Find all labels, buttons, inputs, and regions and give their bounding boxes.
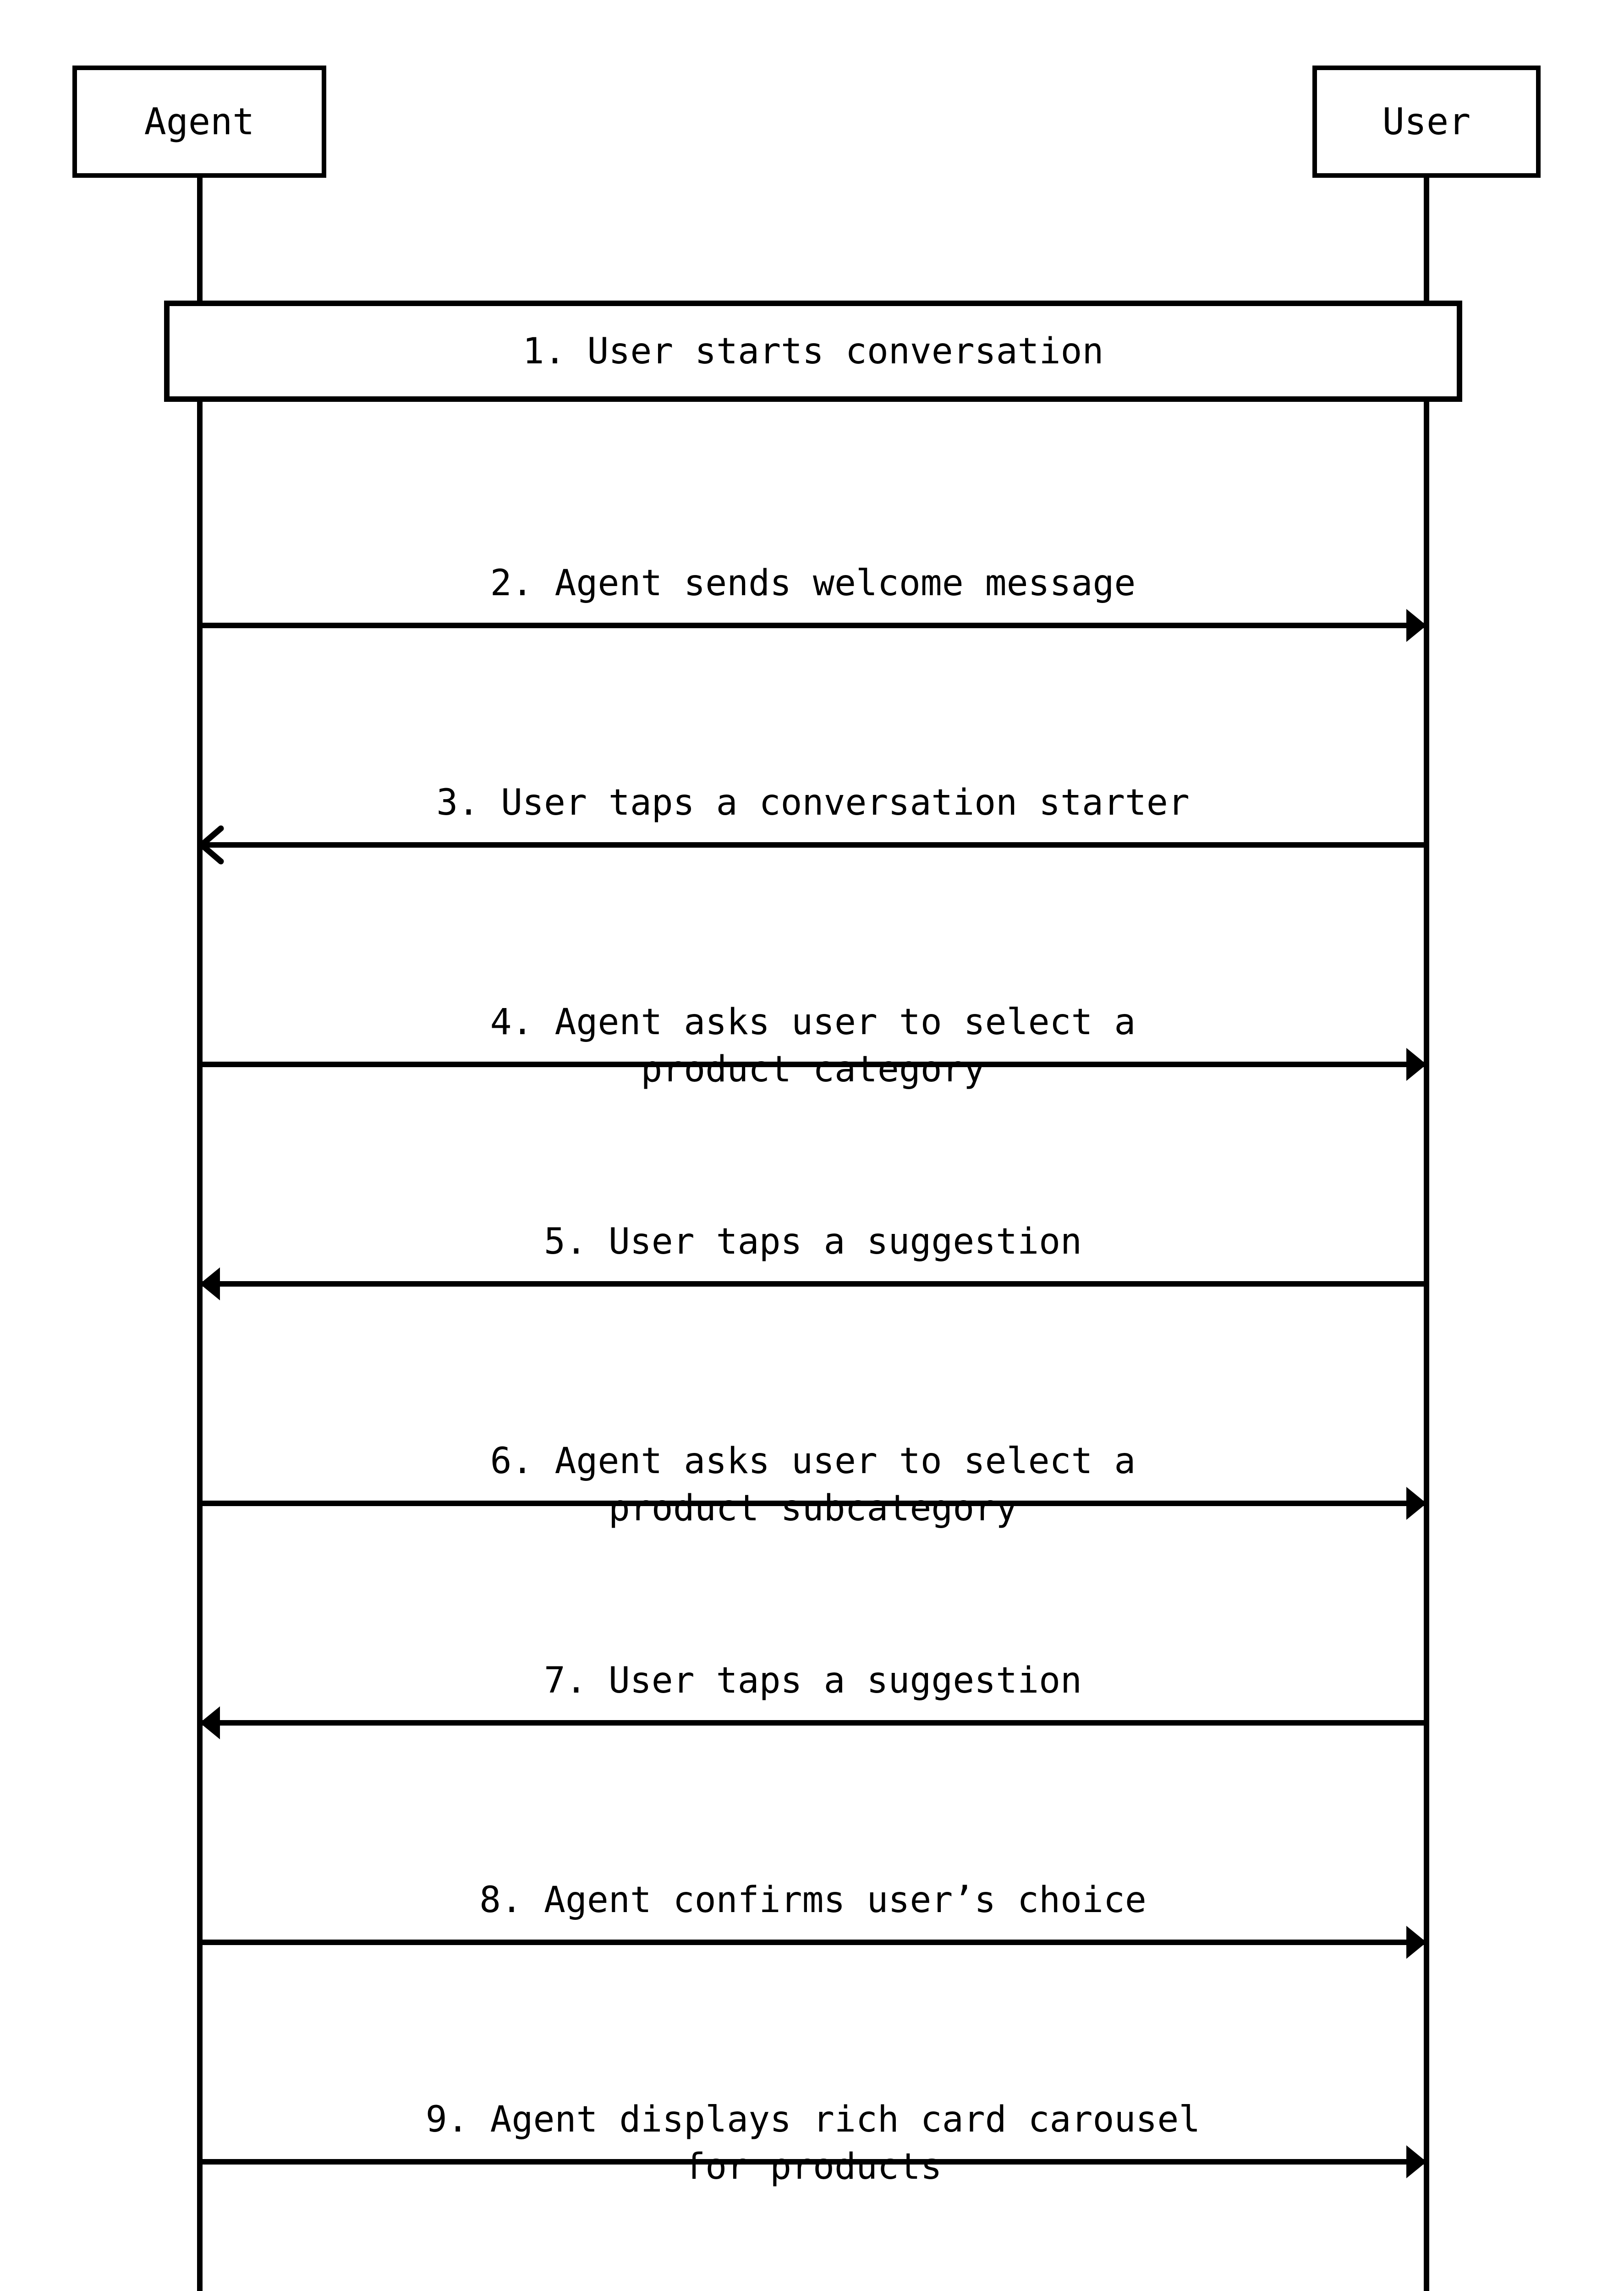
message-arrow-line xyxy=(200,1720,1426,1726)
message-label: 9. Agent displays rich card carousel for… xyxy=(425,2099,1201,2187)
note-step-1: 1. User starts conversation xyxy=(164,301,1462,402)
lifeline-user xyxy=(1424,178,1429,2291)
message-label: 7. User taps a suggestion xyxy=(544,1660,1082,1701)
message-label: 8. Agent confirms user’s choice xyxy=(479,1880,1147,1921)
message-arrow-line xyxy=(200,2159,1426,2165)
message-arrow-line xyxy=(200,1501,1426,1506)
participant-user-top: User xyxy=(1312,66,1541,178)
message-label: 3. User taps a conversation starter xyxy=(436,782,1190,823)
message-arrow-line xyxy=(200,842,1426,848)
message-arrow-line xyxy=(200,1940,1426,1945)
message-arrow-line xyxy=(200,623,1426,628)
lifeline-agent xyxy=(197,178,203,2291)
solid-arrowhead-icon xyxy=(1406,2145,1426,2178)
open-arrowhead-icon xyxy=(199,825,224,865)
solid-arrowhead-icon xyxy=(1406,1926,1426,1959)
participant-agent-top: Agent xyxy=(72,66,326,178)
message-label: 5. User taps a suggestion xyxy=(544,1221,1082,1262)
solid-arrowhead-icon xyxy=(1406,609,1426,642)
message-label: 2. Agent sends welcome message xyxy=(490,563,1136,604)
solid-arrowhead-icon xyxy=(1406,1048,1426,1081)
participant-user-top-label: User xyxy=(1382,100,1471,143)
message-arrow-line xyxy=(200,1062,1426,1067)
message-arrow-line xyxy=(200,1281,1426,1287)
message-label: 6. Agent asks user to select a product s… xyxy=(490,1441,1136,1529)
message-label: 4. Agent asks user to select a product c… xyxy=(490,1002,1136,1090)
participant-agent-top-label: Agent xyxy=(144,100,255,143)
solid-arrowhead-icon xyxy=(200,1267,220,1300)
solid-arrowhead-icon xyxy=(1406,1487,1426,1520)
solid-arrowhead-icon xyxy=(200,1706,220,1739)
note-step-1-label: 1. User starts conversation xyxy=(522,330,1104,372)
